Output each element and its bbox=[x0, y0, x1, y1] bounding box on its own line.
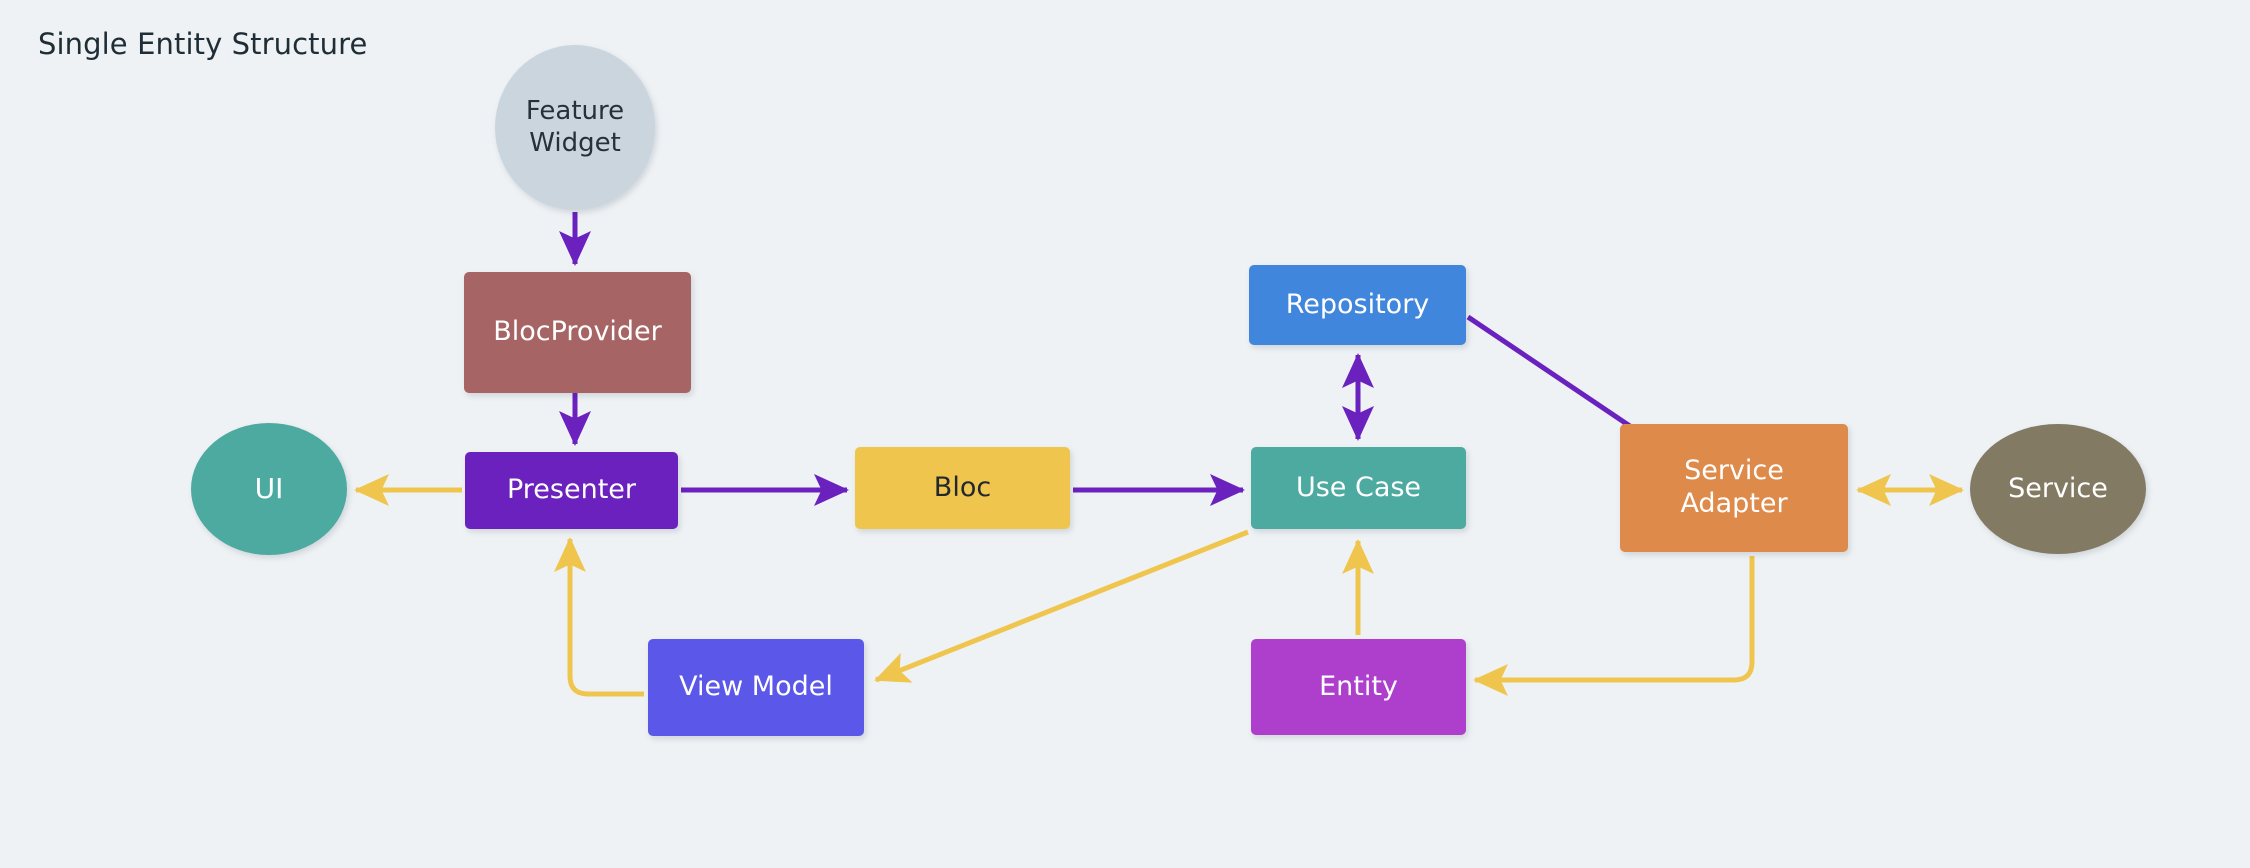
node-entity[interactable]: Entity bbox=[1251, 639, 1466, 735]
node-service-adapter-label: Service Adapter bbox=[1680, 455, 1788, 519]
node-feature-widget-label: Feature Widget bbox=[525, 95, 625, 158]
node-service[interactable]: Service bbox=[1970, 424, 2146, 554]
node-presenter-label: Presenter bbox=[506, 474, 636, 506]
node-entity-label: Entity bbox=[1319, 670, 1398, 702]
node-bloc-provider[interactable]: BlocProvider bbox=[464, 272, 691, 393]
node-use-case[interactable]: Use Case bbox=[1251, 447, 1466, 529]
node-bloc-provider-label: BlocProvider bbox=[493, 316, 662, 348]
node-ui[interactable]: UI bbox=[191, 423, 347, 555]
node-repository-label: Repository bbox=[1285, 288, 1430, 320]
node-view-model-label: View Model bbox=[679, 671, 833, 703]
node-view-model[interactable]: View Model bbox=[648, 639, 864, 736]
node-service-adapter[interactable]: Service Adapter bbox=[1620, 424, 1848, 552]
edge-view-model-to-presenter bbox=[553, 536, 644, 697]
node-feature-widget[interactable]: Feature Widget bbox=[495, 45, 655, 210]
node-use-case-label: Use Case bbox=[1295, 471, 1422, 503]
node-bloc[interactable]: Bloc bbox=[855, 447, 1070, 529]
node-ui-label: UI bbox=[254, 471, 284, 505]
edge-service-adapter-to-entity bbox=[1472, 556, 1755, 697]
page-title: Single Entity Structure bbox=[38, 27, 368, 61]
edge-use-case-to-view-model bbox=[874, 529, 1249, 683]
node-presenter[interactable]: Presenter bbox=[465, 452, 678, 529]
node-bloc-label: Bloc bbox=[933, 471, 992, 503]
node-repository[interactable]: Repository bbox=[1249, 265, 1466, 345]
node-service-label: Service bbox=[2008, 472, 2108, 504]
